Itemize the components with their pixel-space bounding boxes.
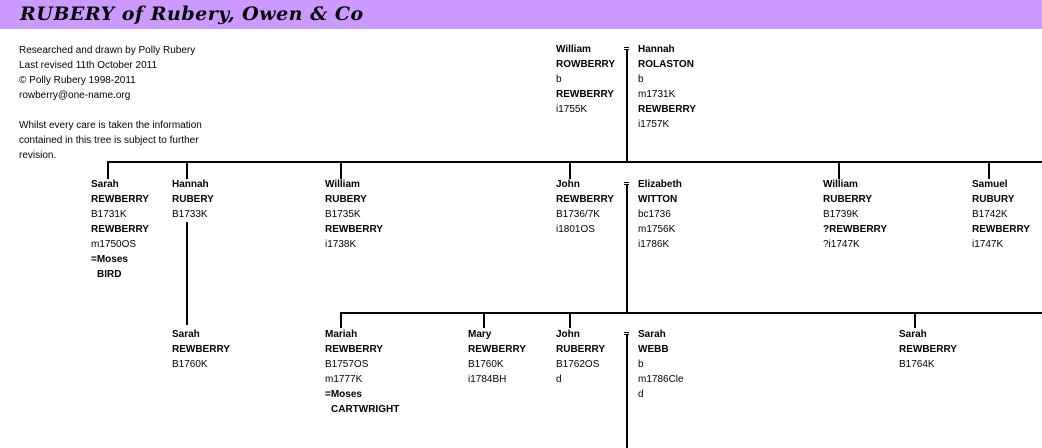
hannah-child-line [186, 222, 188, 325]
researched-by: Researched and drawn by Polly Rubery [19, 45, 196, 56]
info-block: Researched and drawn by Polly Rubery Las… [19, 43, 234, 163]
drop-sarah-1731 [107, 161, 109, 179]
drop-sarah-1764 [914, 312, 916, 328]
marriage-drop-1 [626, 49, 628, 162]
marriage-drop-2 [626, 184, 628, 313]
title-banner: RUBERY of Rubery, Owen & Co [0, 0, 1042, 29]
marriage-sign-2 [624, 182, 629, 185]
drop-mary [483, 312, 485, 328]
person-william-rubery-1739: William RUBERRY B1739K ?REWBERRY ?i1747K [823, 179, 888, 250]
person-hannah-rolaston: Hannah ROLASTON b m1731K REWBERRY i1757K [638, 44, 696, 130]
disclaimer-line-1: Whilst every care is taken the informati… [19, 120, 202, 131]
page-title: RUBERY of Rubery, Owen & Co [20, 3, 364, 25]
drop-mariah [340, 312, 342, 328]
disclaimer-line-3: revision. [19, 150, 57, 161]
person-john-ruberry-1762: John RUBERRY B1762OS d [556, 329, 606, 385]
person-sarah-rewberry-1731: Sarah REWBERRY B1731K REWBERRY m1750OS =… [91, 179, 149, 280]
person-william-rowberry: William ROWBERRY b REWBERRY i1755K [556, 44, 616, 115]
drop-william-1739 [838, 161, 840, 179]
email: rowberry@one-name.org [19, 90, 131, 101]
person-william-rubery-1735: William RUBERY B1735K REWBERRY i1738K [325, 179, 383, 250]
person-samuel-rubury-1742: Samuel RUBURY B1742K REWBERRY i1747K [972, 179, 1030, 250]
marriage-sign-3 [624, 332, 629, 335]
person-elizabeth-witton: Elizabeth WITTON bc1736 m1756K i1786K [638, 179, 682, 250]
person-mariah-rewberry: Mariah REWBERRY B1757OS m1777K =Moses CA… [325, 329, 400, 415]
drop-john-1736 [569, 161, 571, 179]
drop-william-1735 [340, 161, 342, 179]
drop-john-1762 [569, 312, 571, 328]
disclaimer-line-2: contained in this tree is subject to fur… [19, 135, 199, 146]
sibling-bar-2 [340, 312, 1042, 314]
person-mary-rewberry: Mary REWBERRY B1760K i1784BH [468, 329, 526, 385]
person-sarah-webb: Sarah WEBB b m1786Cle d [638, 329, 684, 400]
sibling-bar-1 [107, 161, 1042, 163]
copyright: © Polly Rubery 1998-2011 [19, 75, 136, 86]
person-hannah-rubery-1733: Hannah RUBERY B1733K [172, 179, 214, 220]
last-revised: Last revised 11th October 2011 [19, 60, 158, 71]
marriage-sign-1 [624, 47, 629, 50]
marriage-drop-3 [626, 334, 628, 448]
person-john-rewberry-1736: John REWBERRY B1736/7K i1801OS [556, 179, 614, 235]
person-sarah-rewberry-1764: Sarah REWBERRY B1764K [899, 329, 957, 370]
drop-hannah-1733 [186, 161, 188, 179]
drop-samuel-1742 [988, 161, 990, 179]
person-sarah-rewberry-1760: Sarah REWBERRY B1760K [172, 329, 230, 370]
